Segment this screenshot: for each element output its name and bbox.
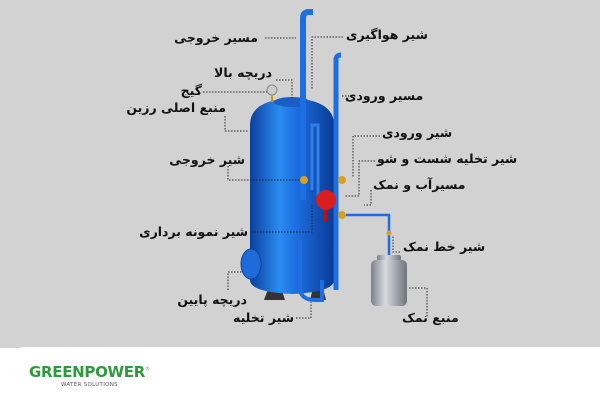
label-bottom-hatch: دریچه پایین xyxy=(177,292,247,307)
footer xyxy=(0,347,600,400)
label-outlet-valve: شیر خروجی xyxy=(169,152,245,167)
pressure-gauge xyxy=(266,84,278,96)
label-salt-tank: منبع نمک xyxy=(402,310,459,325)
inlet-valve xyxy=(338,176,346,184)
salt-line-valve xyxy=(386,230,392,236)
brine-line xyxy=(346,213,391,258)
brine-valve xyxy=(338,211,346,219)
logo-registered-mark: ® xyxy=(145,366,150,373)
drain-pipe xyxy=(298,240,324,302)
logo-tagline: WATER SOLUTIONS xyxy=(61,382,118,388)
label-air-vent-valve: شیر هواگیری xyxy=(346,27,428,42)
label-water-salt-path: مسیرآب و نمک xyxy=(373,177,466,192)
control-valve xyxy=(316,190,336,210)
outlet-pipe xyxy=(300,9,313,200)
label-drain-valve: شیر تخلیه xyxy=(232,310,294,325)
label-backwash-drain-valve: شیر تخلیه شست و شو xyxy=(377,151,518,166)
sampling-valve xyxy=(323,210,327,222)
label-inlet-path: مسیر ورودی xyxy=(345,88,424,103)
label-sampling-valve: شیر نمونه برداری xyxy=(139,224,248,239)
label-inlet-valve: شیر ورودی xyxy=(382,125,453,140)
water-softener-illustration xyxy=(203,9,428,319)
brand-logo: GREENPOWER® WATER SOLUTIONS xyxy=(29,362,150,388)
salt-tank-lid xyxy=(377,255,401,261)
bottom-hatch xyxy=(240,248,262,280)
label-gauge: گیج xyxy=(180,83,202,98)
salt-tank xyxy=(371,260,407,306)
label-salt-line-valve: شیر خط نمک xyxy=(403,239,486,254)
leader-lines xyxy=(203,36,428,319)
inner-pipe xyxy=(310,123,320,200)
label-main-resin-tank: منبع اصلی رزین xyxy=(126,100,226,115)
label-outlet-path: مسیر خروجی xyxy=(174,30,258,45)
logo-name: GREENPOWER xyxy=(29,363,145,381)
outlet-valve xyxy=(300,176,308,184)
label-top-hatch: دریچه بالا xyxy=(214,65,272,80)
inlet-pipe xyxy=(333,52,342,290)
